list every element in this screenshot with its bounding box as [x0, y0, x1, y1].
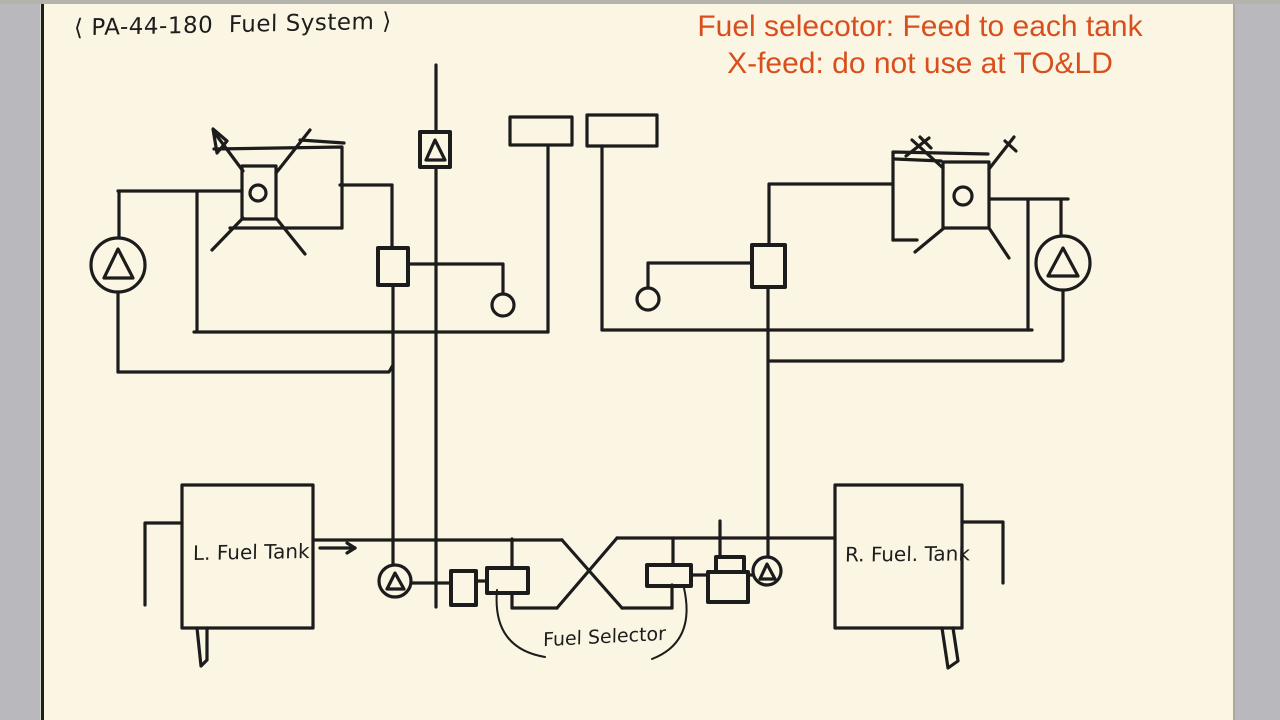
fuel-line: [116, 363, 395, 374]
propeller-flag-icon: [918, 135, 933, 150]
selector-pointer-left: [495, 589, 546, 658]
note-line-2: X-feed: do not use at TO&LD: [727, 47, 1113, 80]
drain-spout-icon: [195, 626, 209, 668]
right-filter-box: [750, 243, 787, 289]
left-fuel-tank: [143, 483, 315, 668]
left-engine-pump-icon: [89, 190, 147, 374]
top-gray-strip: [0, 0, 1280, 4]
right-drain-circle: [635, 286, 661, 312]
right-engine-icon: [891, 135, 1018, 260]
fuel-line: [646, 261, 754, 290]
right-boost-pump-icon: [751, 555, 783, 587]
right-gray-bar: [1233, 0, 1280, 720]
propeller-flag-icon: [211, 127, 229, 155]
left-tank-label: L. Fuel Tank: [192, 538, 310, 566]
selector-pointer-right: [651, 587, 688, 660]
left-valve-box: [449, 569, 478, 607]
right-fuel-tank: [833, 483, 1005, 670]
right-selector-valve: [645, 563, 693, 588]
left-drain-circle: [490, 292, 516, 318]
propeller-flag-icon: [1003, 139, 1018, 153]
right-tank-label: R. Fuel. Tank: [844, 541, 971, 567]
fuel-line: [406, 262, 505, 296]
crossfeed-x-lines: [510, 536, 675, 610]
right-valve-box-top: [714, 555, 746, 574]
note-line-1: Fuel selecotor: Feed to each tank: [697, 10, 1143, 43]
right-engine-pump-icon: [1034, 198, 1092, 362]
center-check-valve-icon: [418, 130, 452, 169]
right-valve-box: [706, 570, 750, 604]
left-filter-box: [376, 246, 410, 287]
left-bar-dark-edge: [41, 0, 44, 720]
right-vent-box: [585, 113, 659, 148]
flow-arrow-icon: [318, 541, 357, 555]
drain-spout-icon: [940, 626, 960, 670]
left-gray-bar: [0, 0, 41, 720]
instructor-notes: Fuel selecotor: Feed to each tank X-feed…: [650, 8, 1190, 82]
left-vent-box: [508, 115, 574, 147]
left-engine-icon: [210, 127, 346, 256]
left-selector-valve: [485, 566, 530, 595]
left-boost-pump-icon: [377, 563, 413, 599]
